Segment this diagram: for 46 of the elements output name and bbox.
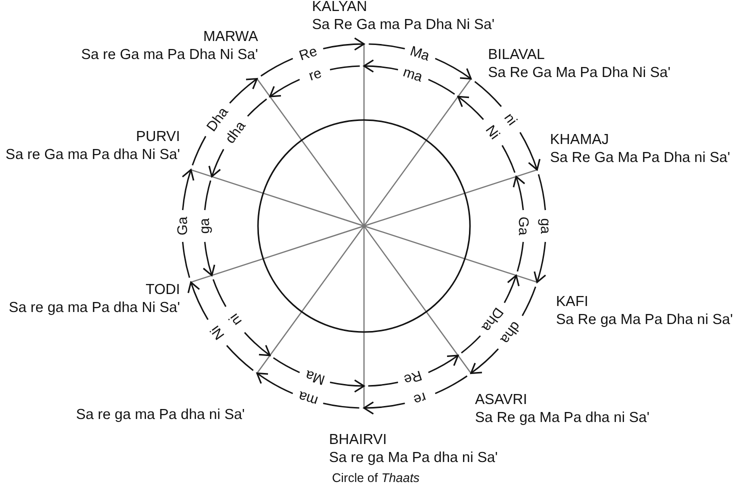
arc-arrow	[474, 80, 540, 171]
thaat-name: PURVI	[136, 128, 180, 146]
edge-label: Ga	[517, 216, 531, 236]
arc-arrow	[368, 354, 459, 387]
thaat-name: TODI	[146, 281, 180, 299]
arc-arrow	[182, 169, 195, 278]
thaat-name: MARWA	[203, 28, 258, 46]
scale-notes: Sa re Ga ma Pa dha Ni Sa'	[6, 146, 180, 164]
scale-notes: Sa Re ga Ma Pa Dha ni Sa'	[556, 311, 733, 329]
arc-arrow	[212, 278, 271, 356]
scale-notes: Sa re Ga ma Pa Dha Ni Sa'	[81, 46, 258, 64]
arc-arrow	[272, 357, 365, 392]
edge-label: Ga	[175, 216, 189, 236]
thaat-name: KHAMAJ	[550, 131, 609, 149]
thaat-name: ASAVRI	[475, 391, 528, 409]
arc-arrow	[533, 174, 546, 283]
scale-notes: Sa re ga Ma Pa dha ni Sa'	[329, 449, 498, 467]
arc-arrow	[363, 375, 468, 414]
caption: Circle of Thaats	[332, 470, 420, 486]
scale-notes: Sa Re Ga Ma Pa Dha ni Sa'	[550, 149, 730, 167]
arc-arrow	[269, 65, 360, 98]
arc-arrow	[512, 176, 526, 272]
spoke-line	[363, 44, 365, 226]
arc-arrow	[457, 96, 516, 174]
scale-notes: Sa Re ga Ma Pa dha ni Sa'	[475, 409, 650, 427]
scale-notes: Sa Re Ga Ma Pa Dha Ni Sa'	[488, 64, 670, 82]
scale-notes: Sa re ga ma Pa dha Ni Sa'	[8, 299, 180, 317]
thaat-name: BILAVAL	[488, 46, 545, 64]
edge-label: Ni	[206, 322, 227, 344]
arc-arrow	[470, 286, 536, 374]
arc-arrow	[368, 43, 472, 80]
arc-arrow	[208, 98, 268, 178]
arc-arrow	[192, 78, 258, 166]
arc-arrow	[460, 274, 520, 354]
thaat-name: KALYAN	[312, 0, 368, 16]
arc-arrow	[202, 180, 216, 276]
scale-notes: Sa re ga ma Pa dha ni Sa'	[76, 406, 245, 424]
arc-arrow	[256, 372, 360, 409]
thaat-name: KAFI	[556, 293, 588, 311]
scale-notes: Sa Re Ga ma Pa Dha Ni Sa'	[312, 16, 494, 34]
inner-circle	[257, 119, 471, 333]
thaat-name: BHAIRVI	[329, 431, 387, 449]
arc-arrow	[260, 38, 365, 77]
arc-arrow	[188, 281, 254, 372]
spoke-line	[363, 226, 365, 408]
arc-arrow	[363, 60, 456, 95]
